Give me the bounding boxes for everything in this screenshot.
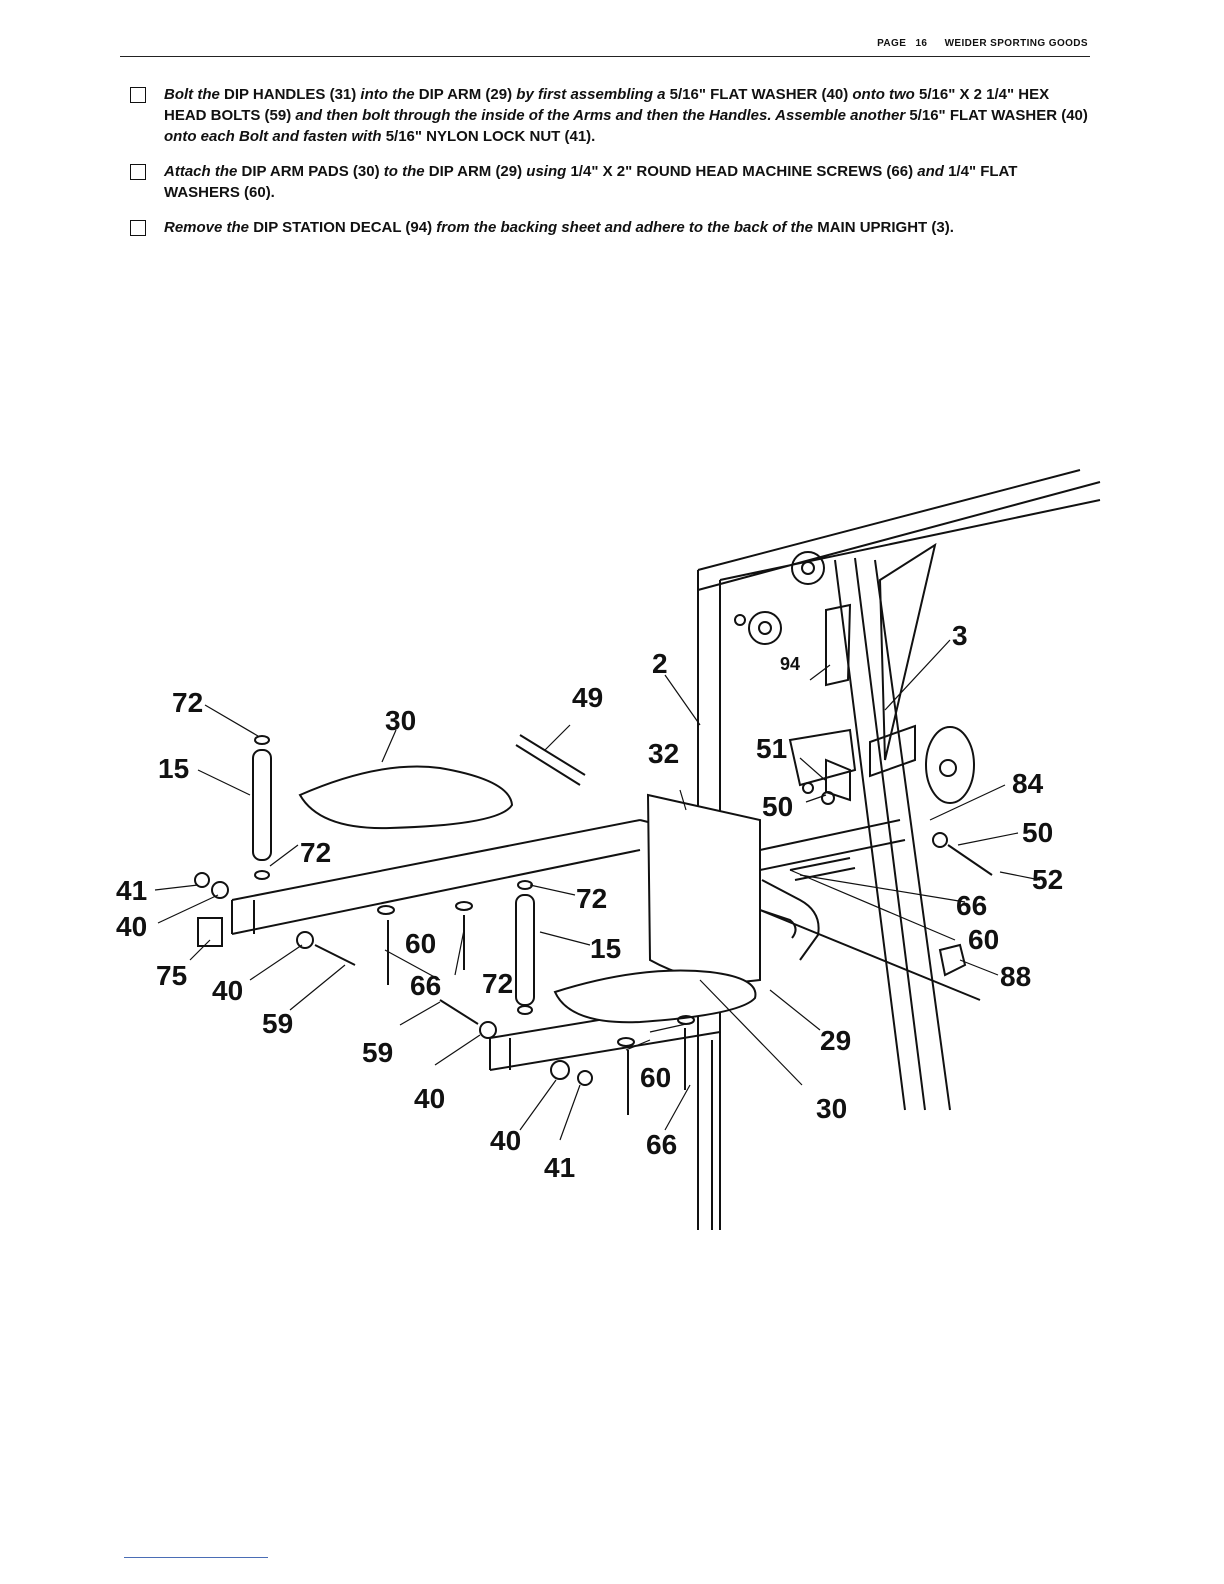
- step-text-italic: using: [522, 163, 571, 180]
- callout-label: 52: [1032, 864, 1063, 895]
- callout-label: 40: [212, 975, 243, 1006]
- step-text: Remove the DIP STATION DECAL (94) from t…: [164, 217, 1095, 238]
- callout-label: 30: [385, 705, 416, 736]
- step-text-italic: by first assembling a: [512, 86, 670, 103]
- step-text-part-name: MAIN UPRIGHT (3).: [817, 219, 954, 236]
- callout-label: 15: [158, 753, 189, 784]
- callout-label: 60: [405, 928, 436, 959]
- step-text-italic: Remove the: [164, 219, 254, 236]
- step-text-part-name: DIP STATION DECAL (94): [253, 219, 433, 236]
- main-frame-drawing: [697, 469, 1101, 1230]
- step-text-italic: onto each Bolt and fasten with: [164, 128, 386, 145]
- callout-label: 30: [816, 1093, 847, 1124]
- exploded-assembly-diagram: 72 30 49 2 3 94 15 51 32 84 50 50 52 72 …: [116, 469, 1101, 1230]
- page-number: 16: [915, 38, 928, 49]
- step-1: Bolt the DIP HANDLES (31) into the DIP A…: [130, 84, 1095, 147]
- step-text-part-name: 5/16" FLAT WASHER (40): [669, 86, 849, 103]
- step-text-part-name: 5/16" X 2 1/4" HEX HEAD BOLTS (59): [164, 86, 1050, 124]
- step-text-part-name: 5/16" NYLON LOCK NUT (41).: [385, 128, 596, 145]
- callout-label: 41: [116, 875, 147, 906]
- callout-labels: 72 30 49 2 3 94 15 51 32 84 50 50 52 72 …: [116, 620, 1063, 1183]
- callout-label: 51: [756, 733, 787, 764]
- callout-label: 15: [590, 933, 621, 964]
- callout-label: 3: [952, 620, 968, 651]
- callout-label: 72: [300, 837, 331, 868]
- callout-label: 75: [156, 960, 187, 991]
- step-text-part-name: 1/4" FLAT WASHERS (60).: [164, 163, 1018, 201]
- callout-label: 32: [648, 738, 679, 769]
- step-checkbox[interactable]: [130, 164, 146, 180]
- callout-label: 40: [116, 911, 147, 942]
- step-text-italic: and: [913, 163, 949, 180]
- page-label: PAGE: [877, 38, 907, 49]
- step-text-italic: onto two: [848, 86, 920, 103]
- step-text-italic: from the backing sheet and adhere to the…: [432, 219, 818, 236]
- callout-label: 60: [640, 1062, 671, 1093]
- step-checkbox[interactable]: [130, 220, 146, 236]
- step-text-part-name: DIP HANDLES (31): [224, 86, 357, 103]
- header-text: PAGE 16 WEIDER SPORTING GOODS: [863, 38, 1088, 49]
- callout-label: 50: [1022, 817, 1053, 848]
- callout-label: 72: [172, 687, 203, 718]
- pads-drawing: [298, 765, 761, 1024]
- step-text: Attach the DIP ARM PADS (30) to the DIP …: [164, 161, 1095, 203]
- page-header: PAGE 16 WEIDER SPORTING GOODS: [120, 36, 1090, 57]
- callout-label: 94: [780, 654, 800, 674]
- step-text-italic: and then bolt through the inside of the …: [291, 107, 910, 124]
- footer-rule: [124, 1557, 268, 1558]
- step-text-italic: Attach the: [164, 163, 242, 180]
- callout-label: 41: [544, 1152, 575, 1183]
- callout-label: 49: [572, 682, 603, 713]
- callout-label: 50: [762, 791, 793, 822]
- callout-label: 40: [490, 1125, 521, 1156]
- step-3: Remove the DIP STATION DECAL (94) from t…: [130, 217, 1095, 238]
- callout-label: 66: [410, 970, 441, 1001]
- step-2: Attach the DIP ARM PADS (30) to the DIP …: [130, 161, 1095, 203]
- callout-label: 84: [1012, 768, 1044, 799]
- callout-label: 40: [414, 1083, 445, 1114]
- callout-label: 66: [646, 1129, 677, 1160]
- step-text-part-name: DIP ARM (29): [418, 86, 513, 103]
- company-name: WEIDER SPORTING GOODS: [944, 38, 1088, 49]
- step-text-part-name: DIP ARM (29): [428, 163, 523, 180]
- callout-label: 59: [362, 1037, 393, 1068]
- step-text-part-name: DIP ARM PADS (30): [241, 163, 380, 180]
- step-text-italic: to the: [379, 163, 429, 180]
- callout-label: 2: [652, 648, 668, 679]
- callout-label: 59: [262, 1008, 293, 1039]
- callout-label: 88: [1000, 961, 1031, 992]
- hardware-drawing: [194, 734, 993, 1115]
- callout-label: 60: [968, 924, 999, 955]
- step-text: Bolt the DIP HANDLES (31) into the DIP A…: [164, 84, 1095, 147]
- callout-label: 29: [820, 1025, 851, 1056]
- callout-label: 72: [576, 883, 607, 914]
- step-text-italic: into the: [356, 86, 419, 103]
- callout-label: 66: [956, 890, 987, 921]
- instruction-steps: Bolt the DIP HANDLES (31) into the DIP A…: [130, 84, 1095, 252]
- step-text-part-name: 1/4" X 2" ROUND HEAD MACHINE SCREWS (66): [570, 163, 914, 180]
- step-text-italic: Bolt the: [164, 86, 224, 103]
- step-checkbox[interactable]: [130, 87, 146, 103]
- callout-label: 72: [482, 968, 513, 999]
- step-text-part-name: 5/16" FLAT WASHER (40): [909, 107, 1088, 124]
- leader-lines: [154, 639, 1041, 1141]
